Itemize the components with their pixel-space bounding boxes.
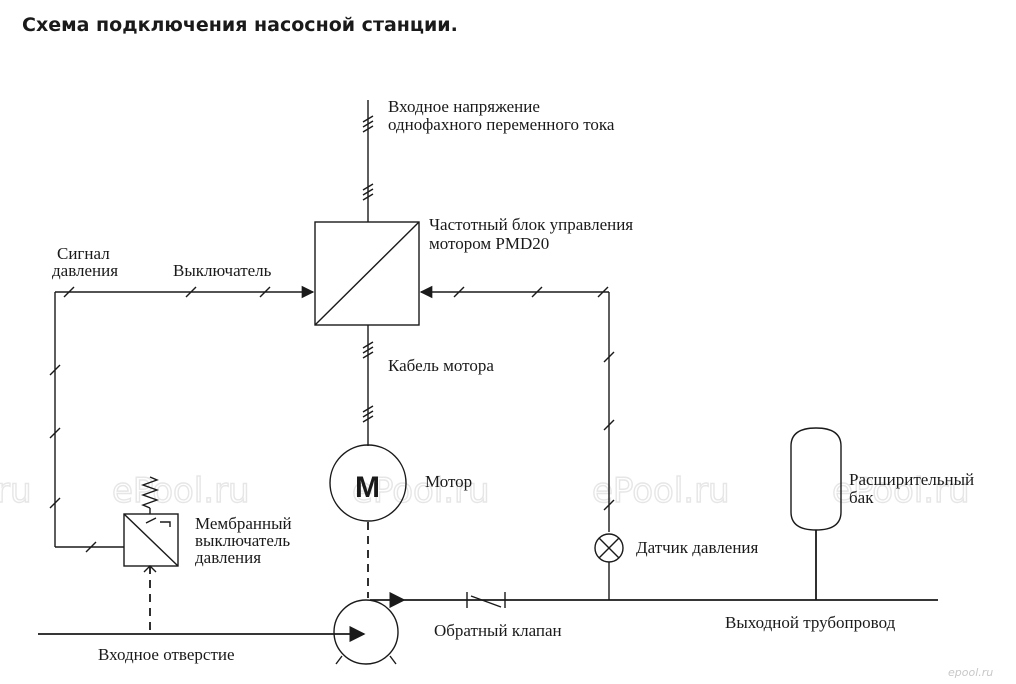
label-expansion-tank-1: Расширительный — [849, 470, 974, 489]
label-membrane-switch-2: выключатель — [195, 531, 290, 550]
membrane-switch-spring — [140, 476, 160, 509]
watermark-2: ePool.ru — [352, 471, 490, 511]
label-pressure-sensor: Датчик давления — [636, 538, 759, 557]
motor-cable-ticks-top — [362, 341, 374, 359]
label-membrane-switch-3: давления — [195, 548, 261, 567]
membrane-switch-diagonal — [123, 513, 179, 567]
label-check-valve: Обратный клапан — [434, 621, 562, 640]
label-pressure-signal-1: Сигнал — [57, 244, 110, 263]
pump-circle — [333, 599, 399, 665]
label-pressure-signal-2: давления — [52, 261, 118, 280]
watermark-3: ePool.ru — [592, 471, 730, 511]
left-vertical-ticks — [49, 364, 61, 509]
power-line-ticks-top — [362, 115, 374, 133]
expansion-tank — [790, 427, 842, 531]
label-motor-cable: Кабель мотора — [388, 356, 494, 375]
membrane-switch-box — [123, 513, 179, 567]
pump-feet — [335, 655, 397, 665]
page-title: Схема подключения насосной станции. — [22, 14, 458, 36]
label-input-voltage-2: однофахного переменного тока — [388, 115, 615, 134]
watermark-1: ePool.ru — [112, 471, 250, 511]
watermarks: ru ePool.ru ePool.ru ePool.ru ePool.ru — [0, 470, 970, 511]
sensor-signal-ticks — [453, 286, 609, 298]
diagram-labels: Входное напряжение однофахного переменно… — [52, 97, 974, 664]
motor-symbol: M — [355, 471, 380, 504]
control-unit-diagonal — [314, 221, 420, 326]
power-line-ticks-mid — [362, 183, 374, 201]
label-input-voltage-1: Входное напряжение — [388, 97, 540, 116]
label-control-unit-2: мотором PMD20 — [429, 234, 549, 253]
watermark-4: ePool.ru — [832, 471, 970, 511]
check-valve-symbol — [466, 592, 506, 608]
watermark-edge: ru — [0, 471, 32, 511]
label-switch: Выключатель — [173, 261, 272, 280]
left-signal-ticks — [63, 286, 271, 298]
label-output-pipe: Выходной трубопровод — [725, 613, 896, 632]
corner-logo: epool.ru — [948, 666, 993, 679]
label-input-opening: Входное отверстие — [98, 645, 235, 664]
label-membrane-switch-1: Мембранный — [195, 514, 292, 533]
label-control-unit-1: Частотный блок управления — [429, 215, 633, 234]
label-expansion-tank-2: бак — [849, 488, 874, 507]
frequency-control-unit — [314, 221, 420, 326]
motor-circle — [329, 444, 407, 522]
motor-cable-ticks-bottom — [362, 405, 374, 423]
membrane-switch-contact — [145, 517, 171, 527]
sensor-line-ticks — [603, 351, 615, 511]
label-motor: Мотор — [425, 472, 472, 491]
